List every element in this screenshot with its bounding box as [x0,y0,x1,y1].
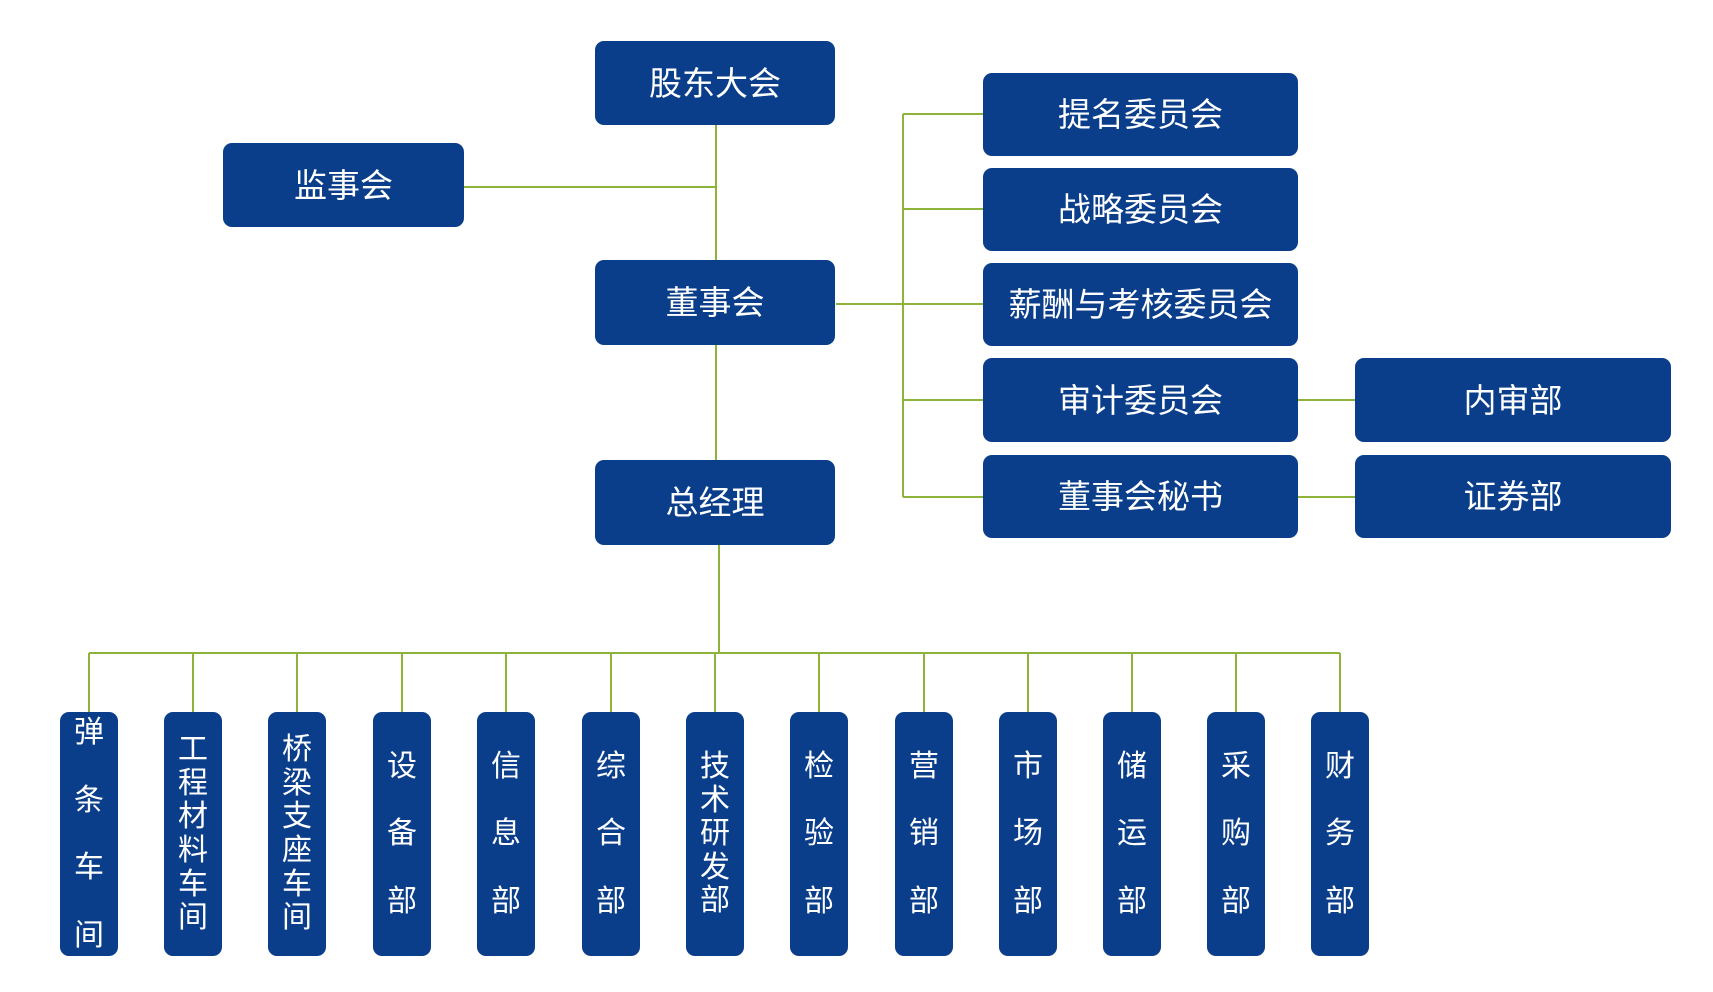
box-strategy-committee: 战略委员会 [983,168,1298,251]
box-department-10: 储运部 [1103,712,1161,956]
box-supervisory-board: 监事会 [223,143,464,227]
department-label: 弹条车间 [74,715,104,953]
box-department-1: 工程材料车间 [164,712,222,956]
department-label: 桥梁支座车间 [282,732,312,936]
box-remuneration-committee: 薪酬与考核委员会 [983,263,1298,346]
department-label: 信息部 [491,748,521,919]
box-securities-dept: 证券部 [1355,455,1671,538]
box-department-9: 市场部 [999,712,1057,956]
department-label: 设备部 [387,748,417,919]
box-board-of-directors: 董事会 [595,260,835,345]
department-label: 技术研发部 [700,749,730,919]
box-department-0: 弹条车间 [60,712,118,956]
box-audit-committee: 审计委员会 [983,358,1298,442]
department-label: 营销部 [909,748,939,919]
box-nomination-committee: 提名委员会 [983,73,1298,156]
department-label: 工程材料车间 [178,732,208,936]
department-label: 市场部 [1013,748,1043,919]
box-internal-audit-dept: 内审部 [1355,358,1671,442]
box-department-3: 设备部 [373,712,431,956]
box-department-2: 桥梁支座车间 [268,712,326,956]
department-label: 检验部 [804,748,834,919]
box-shareholders-meeting: 股东大会 [595,41,835,125]
box-department-11: 采购部 [1207,712,1265,956]
department-label: 采购部 [1221,748,1251,919]
department-label: 储运部 [1117,748,1147,919]
box-department-8: 营销部 [895,712,953,956]
box-department-4: 信息部 [477,712,535,956]
box-department-7: 检验部 [790,712,848,956]
department-label: 综合部 [596,748,626,919]
box-department-6: 技术研发部 [686,712,744,956]
box-department-12: 财务部 [1311,712,1369,956]
department-label: 财务部 [1325,748,1355,919]
box-board-secretary: 董事会秘书 [983,455,1298,538]
box-department-5: 综合部 [582,712,640,956]
box-general-manager: 总经理 [595,460,835,545]
